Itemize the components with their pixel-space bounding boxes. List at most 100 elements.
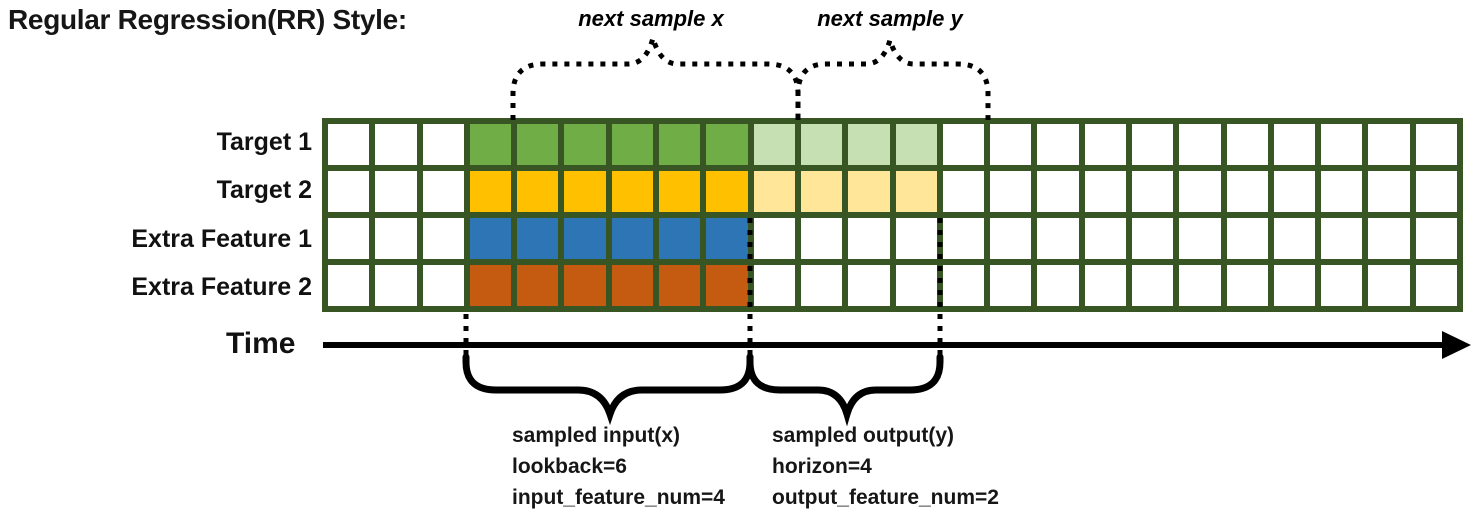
grid-cell xyxy=(1037,218,1079,259)
grid-cell xyxy=(422,124,464,165)
grid-cell xyxy=(1179,171,1221,212)
grid-cell xyxy=(1037,124,1079,165)
grid-cell xyxy=(611,265,654,306)
grid-cell xyxy=(1273,265,1316,306)
grid-cell xyxy=(990,265,1032,306)
timestep-grid xyxy=(322,118,1463,312)
grid-cell xyxy=(848,171,890,212)
grid-cell xyxy=(469,218,512,259)
grid-cell xyxy=(375,171,417,212)
grid-cell xyxy=(800,124,843,165)
grid-cell xyxy=(1084,265,1126,306)
grid-cell xyxy=(1084,171,1126,212)
output-feature-num-value: output_feature_num=2 xyxy=(772,486,999,509)
grid-cell xyxy=(328,265,370,306)
grid-cell xyxy=(1321,124,1363,165)
grid-cell xyxy=(1368,218,1410,259)
grid-cell xyxy=(517,218,559,259)
grid-cell xyxy=(469,265,512,306)
grid-cell xyxy=(895,218,937,259)
grid-cell xyxy=(1273,218,1316,259)
lookback-value: lookback=6 xyxy=(512,455,627,478)
grid-cell xyxy=(659,171,701,212)
grid-cell xyxy=(564,218,606,259)
grid-cell xyxy=(753,218,795,259)
grid-cell xyxy=(659,124,701,165)
row-label-extra-feature-2: Extra Feature 2 xyxy=(131,273,312,302)
grid-cell xyxy=(706,171,748,212)
grid-cell xyxy=(942,218,985,259)
grid-cell xyxy=(1037,265,1079,306)
next-sample-y-brace xyxy=(795,31,991,120)
grid-cell xyxy=(564,124,606,165)
sampled-input-brace xyxy=(462,353,754,426)
row-label-target-1: Target 1 xyxy=(216,127,312,156)
grid-cell xyxy=(564,171,606,212)
grid-cell xyxy=(422,171,464,212)
grid-cell xyxy=(848,218,890,259)
grid-cell xyxy=(328,218,370,259)
time-axis-arrowhead xyxy=(1442,331,1471,359)
grid-cell xyxy=(1226,124,1268,165)
grid-cell xyxy=(753,265,795,306)
grid-cell xyxy=(469,124,512,165)
grid-cell xyxy=(1415,218,1457,259)
row-label-extra-feature-1: Extra Feature 1 xyxy=(131,224,312,253)
grid-cell xyxy=(800,265,843,306)
sampled-input-title: sampled input(x) xyxy=(512,424,681,447)
grid-cell xyxy=(1131,124,1174,165)
grid-cell xyxy=(942,265,985,306)
grid-cell xyxy=(328,124,370,165)
grid-cell xyxy=(659,218,701,259)
grid-cell xyxy=(1084,218,1126,259)
grid-cell xyxy=(1321,218,1363,259)
next-sample-x-brace xyxy=(510,28,801,120)
grid-cell xyxy=(564,265,606,306)
grid-cell xyxy=(1415,124,1457,165)
grid-cell xyxy=(706,265,748,306)
grid-cell xyxy=(422,218,464,259)
grid-cell xyxy=(706,218,748,259)
grid-cell xyxy=(1084,124,1126,165)
diagram-title: Regular Regression(RR) Style: xyxy=(8,4,407,35)
grid-cell xyxy=(1131,265,1174,306)
sampled-input-note: sampled input(x) lookback=6 input_featur… xyxy=(512,420,725,513)
input-feature-num-value: input_feature_num=4 xyxy=(512,486,725,509)
sampled-output-title: sampled output(y) xyxy=(772,424,954,447)
grid-cell xyxy=(1179,218,1221,259)
grid-cell xyxy=(1415,265,1457,306)
grid-cell xyxy=(1321,265,1363,306)
grid-cell xyxy=(1226,171,1268,212)
grid-cell xyxy=(848,124,890,165)
time-axis-label: Time xyxy=(226,327,296,360)
grid-cell xyxy=(990,171,1032,212)
grid-cell xyxy=(990,124,1032,165)
grid-cell xyxy=(375,124,417,165)
sampled-output-brace xyxy=(746,353,944,427)
grid-cell xyxy=(659,265,701,306)
grid-cell xyxy=(375,265,417,306)
grid-cell xyxy=(517,124,559,165)
grid-cell xyxy=(1179,265,1221,306)
grid-cell xyxy=(422,265,464,306)
grid-cell xyxy=(517,265,559,306)
grid-cell xyxy=(1226,218,1268,259)
grid-cell xyxy=(1368,171,1410,212)
grid-cell xyxy=(895,265,937,306)
grid-cell xyxy=(1273,124,1316,165)
grid-cell xyxy=(706,124,748,165)
grid-cell xyxy=(328,171,370,212)
horizon-value: horizon=4 xyxy=(772,455,872,478)
row-labels: Target 1 Target 2 Extra Feature 1 Extra … xyxy=(0,118,312,312)
grid-cell xyxy=(1131,171,1174,212)
grid-cell xyxy=(1368,265,1410,306)
sampled-output-note: sampled output(y) horizon=4 output_featu… xyxy=(772,420,999,513)
grid-cell xyxy=(1179,124,1221,165)
grid-cell xyxy=(895,171,937,212)
grid-cell xyxy=(611,171,654,212)
grid-cell xyxy=(1273,171,1316,212)
grid-cell xyxy=(375,218,417,259)
grid-cell xyxy=(942,124,985,165)
grid-cell xyxy=(942,171,985,212)
